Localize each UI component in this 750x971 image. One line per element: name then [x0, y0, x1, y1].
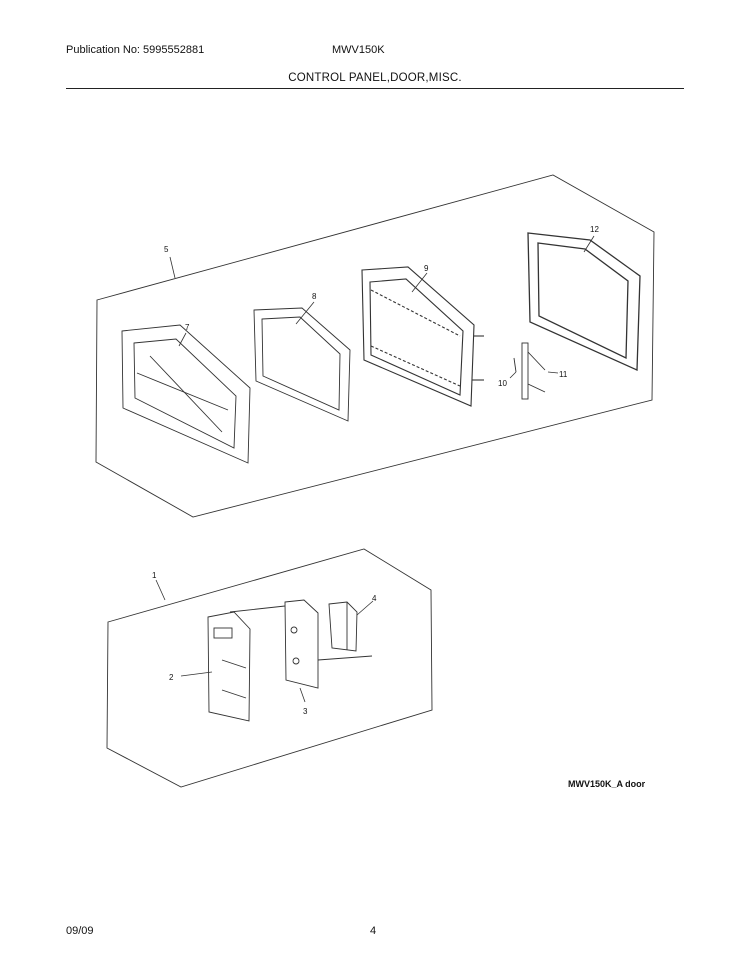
callout-12: 12: [590, 225, 599, 234]
part-10-11-latch: [513, 342, 546, 400]
door-assembly-boundary: [95, 174, 655, 518]
footer-date: 09/09: [66, 925, 94, 937]
callout-4: 4: [372, 594, 377, 603]
part-9-inner-door: [361, 266, 484, 407]
page-number: 4: [370, 925, 377, 937]
callout-8: 8: [312, 292, 317, 301]
part-2-control-panel: [207, 605, 286, 722]
part-12-door-seal: [527, 232, 641, 371]
callout-7: 7: [185, 323, 190, 332]
callout-2: 2: [169, 673, 174, 682]
callout-9: 9: [424, 264, 429, 273]
model-number: MWV150K: [332, 44, 385, 56]
part-3-control-bracket: [284, 599, 373, 689]
callout-11: 11: [559, 370, 568, 379]
part-4-control-board: [328, 601, 358, 652]
callout-5: 5: [164, 245, 169, 254]
callout-3: 3: [303, 707, 308, 716]
part-7-door-frame: [121, 324, 251, 464]
callout-10: 10: [498, 379, 507, 388]
part-8-door-glass: [253, 307, 351, 422]
publication-number: Publication No: 5995552881: [66, 44, 205, 56]
callout-leaders: [155, 235, 595, 703]
callout-1: 1: [152, 571, 157, 580]
section-title: CONTROL PANEL,DOOR,MISC.: [288, 72, 462, 84]
figure-id: MWV150K_A door: [568, 779, 646, 789]
header-rule: [66, 88, 684, 89]
control-panel-assembly-boundary: [106, 548, 433, 788]
